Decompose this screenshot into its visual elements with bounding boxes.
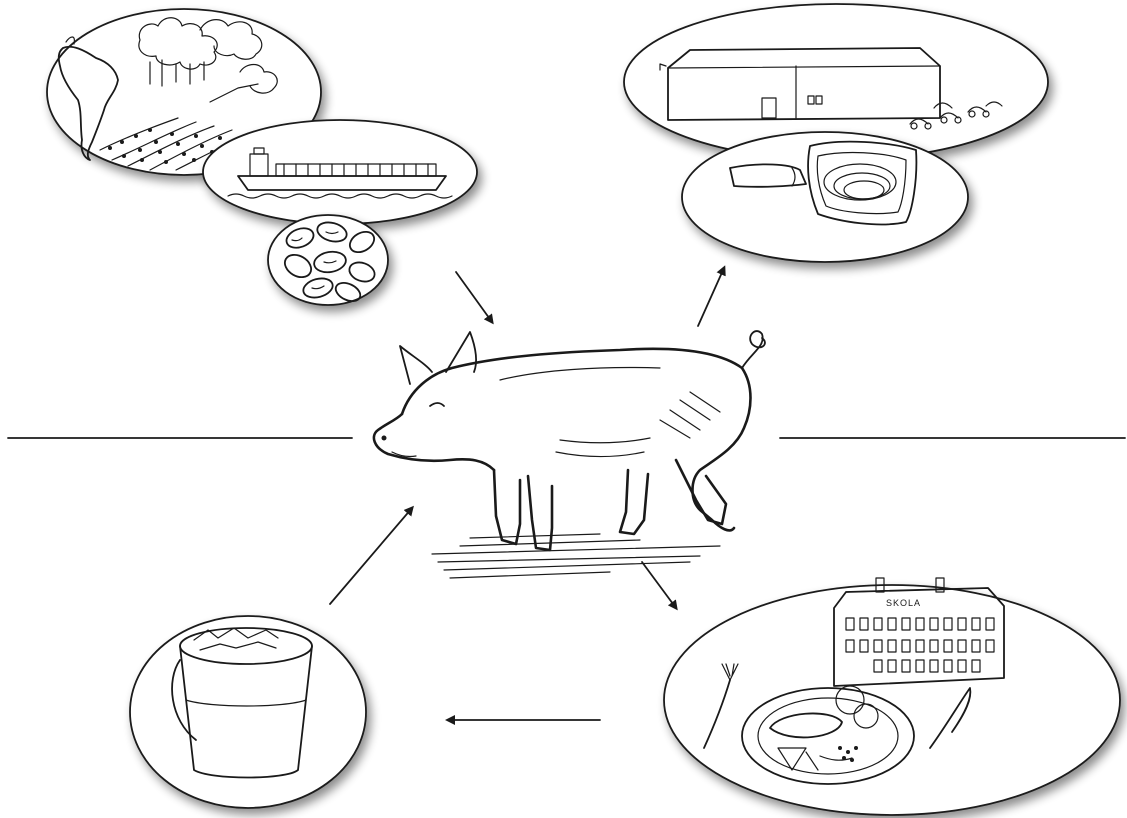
cargo-ship-bubble xyxy=(203,120,477,224)
pig-illustration xyxy=(374,331,765,578)
arrows xyxy=(330,268,724,720)
arrow-bucket-to-pig xyxy=(330,508,412,604)
soybeans-bubble xyxy=(268,215,388,305)
school-sign-label: SKOLA xyxy=(886,598,921,608)
pig-icon xyxy=(374,331,765,578)
arrow-pig-to-school xyxy=(642,562,676,608)
packaged-meat-bubble xyxy=(682,132,968,262)
school-meal-bubble: SKOLA xyxy=(664,578,1120,815)
arrow-pig-to-meat xyxy=(698,268,724,326)
food-waste-bucket-bubble xyxy=(130,616,366,808)
arrow-soy-to-pig xyxy=(456,272,492,322)
